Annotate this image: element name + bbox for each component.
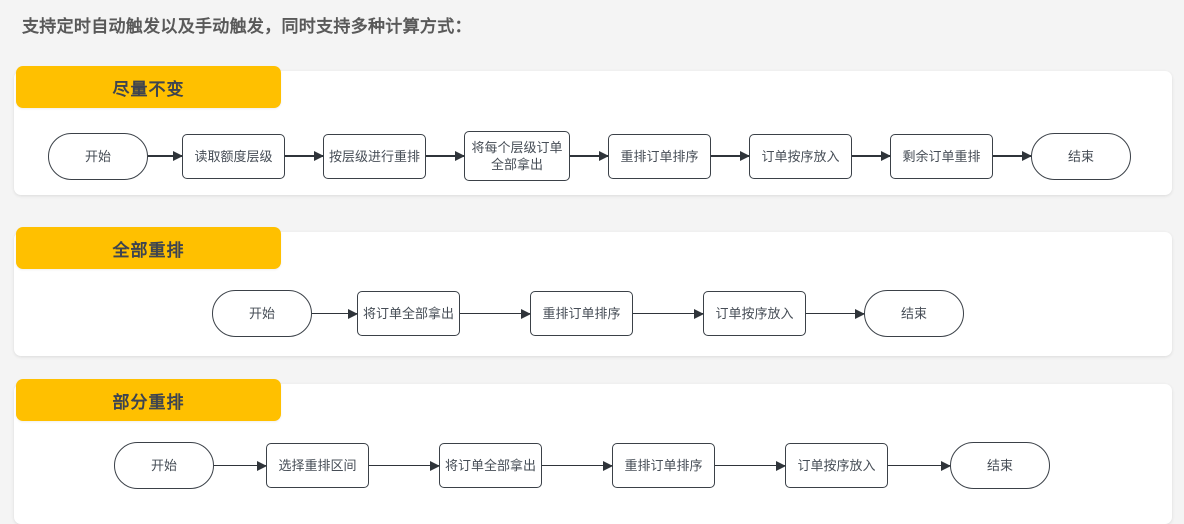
- flow-node-terminal: 开始: [212, 290, 312, 337]
- arrow-shaft: [888, 464, 950, 467]
- arrow-head: [603, 460, 613, 471]
- arrow-shaft: [312, 312, 357, 315]
- flow-node-process: 订单按序放入: [785, 443, 888, 488]
- section-badge: 全部重排: [16, 227, 281, 269]
- flow-node-terminal: 开始: [48, 132, 148, 180]
- arrow-head: [173, 151, 183, 161]
- flowchart-row: 开始读取额度层级按层级进行重排将每个层级订单 全部拿出重排订单排序订单按序放入剩…: [14, 131, 1172, 181]
- flow-node-process: 将订单全部拿出: [357, 291, 460, 336]
- flow-arrow-icon: [806, 308, 865, 319]
- arrow-head: [941, 460, 951, 471]
- arrow-head: [776, 460, 786, 471]
- flow-arrow-icon: [369, 460, 440, 471]
- arrow-head: [521, 308, 531, 319]
- flow-arrow-icon: [542, 460, 613, 471]
- flow-arrow-icon: [993, 151, 1032, 161]
- flow-section-bufenchongpai: 部分重排 开始 选择重排区间 将订单全部拿出 重排订单排序 订单按序放入 结束: [14, 379, 1172, 524]
- flow-node-process: 重排订单排序: [608, 133, 711, 179]
- flow-arrow-icon: [214, 460, 267, 471]
- flowchart-row: 开始 选择重排区间 将订单全部拿出 重排订单排序 订单按序放入 结束: [14, 442, 1172, 489]
- arrow-shaft: [460, 312, 530, 315]
- arrow-head: [694, 308, 704, 319]
- arrow-shaft: [542, 464, 612, 467]
- flow-node-process: 读取额度层级: [182, 133, 285, 179]
- arrow-head: [455, 151, 465, 161]
- flow-section-quanbuchongpai: 全部重排 开始将订单全部拿出 重排订单排序 订单按序放入 结束: [14, 227, 1172, 356]
- section-badge: 部分重排: [16, 379, 281, 421]
- arrow-head: [599, 151, 609, 161]
- arrow-shaft: [285, 155, 323, 157]
- section-badge: 尽量不变: [16, 66, 281, 108]
- flow-arrow-icon: [570, 151, 609, 161]
- flow-node-process: 订单按序放入: [703, 291, 806, 336]
- arrow-shaft: [993, 155, 1031, 157]
- flow-node-process: 订单按序放入: [749, 133, 852, 179]
- arrow-shaft: [426, 155, 464, 157]
- flow-node-process: 剩余订单重排: [890, 133, 993, 179]
- arrow-head: [740, 151, 750, 161]
- flow-node-process: 将订单全部拿出: [439, 443, 542, 488]
- arrow-shaft: [369, 464, 439, 467]
- flow-arrow-icon: [285, 151, 324, 161]
- page-title: 支持定时自动触发以及手动触发，同时支持多种计算方式：: [22, 17, 472, 36]
- arrow-shaft: [633, 312, 703, 315]
- flow-arrow-icon: [460, 308, 531, 319]
- flow-node-terminal: 结束: [864, 290, 964, 337]
- flow-node-terminal: 结束: [1031, 132, 1131, 180]
- flow-node-process: 选择重排区间: [266, 443, 369, 488]
- flow-node-process: 重排订单排序: [612, 443, 715, 488]
- flow-arrow-icon: [852, 151, 891, 161]
- flow-node-process: 重排订单排序: [530, 291, 633, 336]
- flow-arrow-icon: [711, 151, 750, 161]
- flow-node-process: 将每个层级订单 全部拿出: [464, 131, 570, 181]
- flow-node-process: 按层级进行重排: [323, 133, 426, 179]
- flow-node-terminal: 结束: [950, 442, 1050, 489]
- flow-arrow-icon: [633, 308, 704, 319]
- arrow-head: [881, 151, 891, 161]
- arrow-head: [1022, 151, 1032, 161]
- arrow-shaft: [148, 155, 182, 157]
- flow-arrow-icon: [148, 151, 183, 161]
- flow-arrow-icon: [426, 151, 465, 161]
- arrow-head: [855, 308, 865, 319]
- arrow-shaft: [806, 312, 864, 315]
- flow-arrow-icon: [312, 308, 358, 319]
- flow-arrow-icon: [888, 460, 951, 471]
- arrow-shaft: [570, 155, 608, 157]
- arrow-shaft: [852, 155, 890, 157]
- arrow-shaft: [715, 464, 785, 467]
- arrow-head: [430, 460, 440, 471]
- arrow-shaft: [214, 464, 266, 467]
- flow-section-jinliangbubian: 尽量不变 开始读取额度层级按层级进行重排将每个层级订单 全部拿出重排订单排序订单…: [14, 66, 1172, 195]
- arrow-head: [348, 308, 358, 319]
- arrow-head: [257, 460, 267, 471]
- flowchart-row: 开始将订单全部拿出 重排订单排序 订单按序放入 结束: [14, 290, 1172, 337]
- flow-node-terminal: 开始: [114, 442, 214, 489]
- flow-arrow-icon: [715, 460, 786, 471]
- arrow-shaft: [711, 155, 749, 157]
- arrow-head: [314, 151, 324, 161]
